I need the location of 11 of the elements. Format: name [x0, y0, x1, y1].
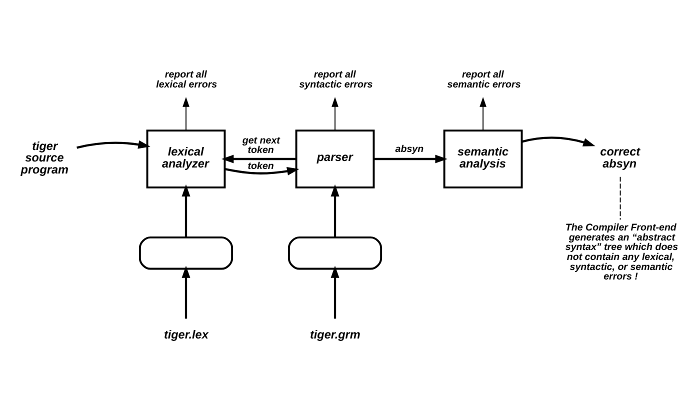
- edge-label: get next token: [242, 134, 280, 156]
- node-text: The Compiler Front-end generates an “abstract syntax” tree which does not contain any lexical, syntactic, or semantic errors !: [565, 222, 678, 282]
- node-text: tiger source program: [20, 139, 68, 176]
- edge-label: absyn: [395, 144, 424, 155]
- edge-label: token: [248, 160, 274, 172]
- node-text: correct absyn: [600, 145, 640, 170]
- node-text: report all syntactic errors: [299, 69, 373, 90]
- node-text: tiger.lex: [164, 328, 208, 341]
- node-text: report all lexical errors: [156, 69, 218, 90]
- node-text: tiger.grm: [310, 328, 360, 341]
- node-text: report all semantic errors: [447, 69, 521, 90]
